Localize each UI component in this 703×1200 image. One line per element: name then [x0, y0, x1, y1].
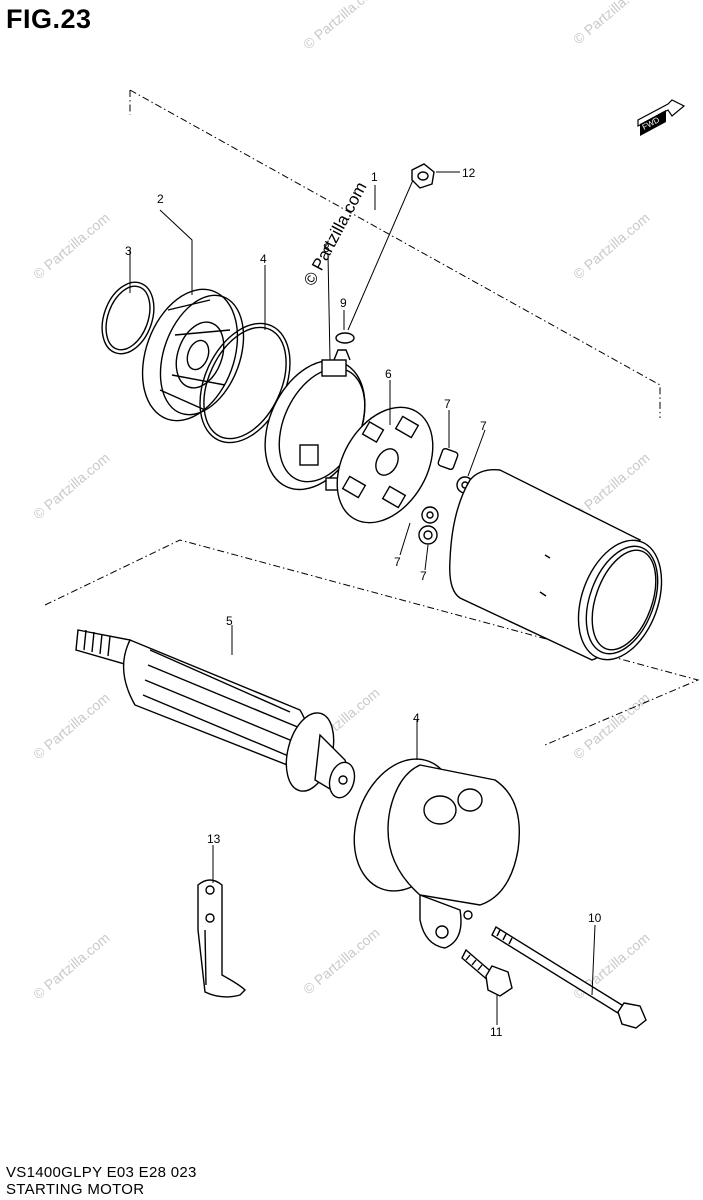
callout-3: 3	[125, 244, 132, 258]
part-brush-holder-plate	[336, 406, 434, 524]
callout-8: 8	[323, 241, 330, 255]
part-end-housing	[141, 288, 245, 422]
section-name: STARTING MOTOR	[6, 1181, 145, 1198]
callout-1: 1	[371, 170, 378, 184]
callout-10: 10	[588, 911, 602, 925]
part-armature	[75, 629, 356, 799]
callout-13: 13	[207, 832, 221, 846]
callout-7-c: 7	[394, 555, 401, 569]
part-bolt-short	[461, 948, 513, 997]
part-small-o-ring	[335, 332, 355, 344]
callout-2: 2	[157, 192, 164, 206]
callout-7-d: 7	[420, 569, 427, 583]
front-direction-marker: FWD	[637, 99, 686, 136]
callout-7-a: 7	[444, 397, 451, 411]
callout-4-top: 4	[260, 252, 267, 266]
callout-4-bottom: 4	[413, 711, 420, 725]
model-code: VS1400GLPY E03 E28 023	[6, 1164, 197, 1181]
assembly-outline-top	[129, 89, 661, 418]
part-brush-plate-housing	[264, 349, 366, 491]
callout-5: 5	[226, 614, 233, 628]
figure-title: FIG.23	[6, 4, 92, 34]
callout-9: 9	[340, 296, 347, 310]
assembly-outline-bottom	[44, 539, 700, 746]
part-lead-bracket	[197, 879, 246, 998]
part-brush-springs	[418, 447, 474, 545]
part-nut	[411, 163, 435, 189]
part-o-ring	[101, 281, 155, 355]
part-front-bracket	[353, 758, 521, 949]
callout-6: 6	[385, 367, 392, 381]
callout-12: 12	[462, 166, 476, 180]
leader-lines	[129, 171, 596, 1025]
callout-7-b: 7	[480, 419, 487, 433]
callout-11: 11	[490, 1025, 503, 1039]
part-bolt-long	[491, 926, 647, 1029]
part-yoke-case	[449, 469, 663, 661]
